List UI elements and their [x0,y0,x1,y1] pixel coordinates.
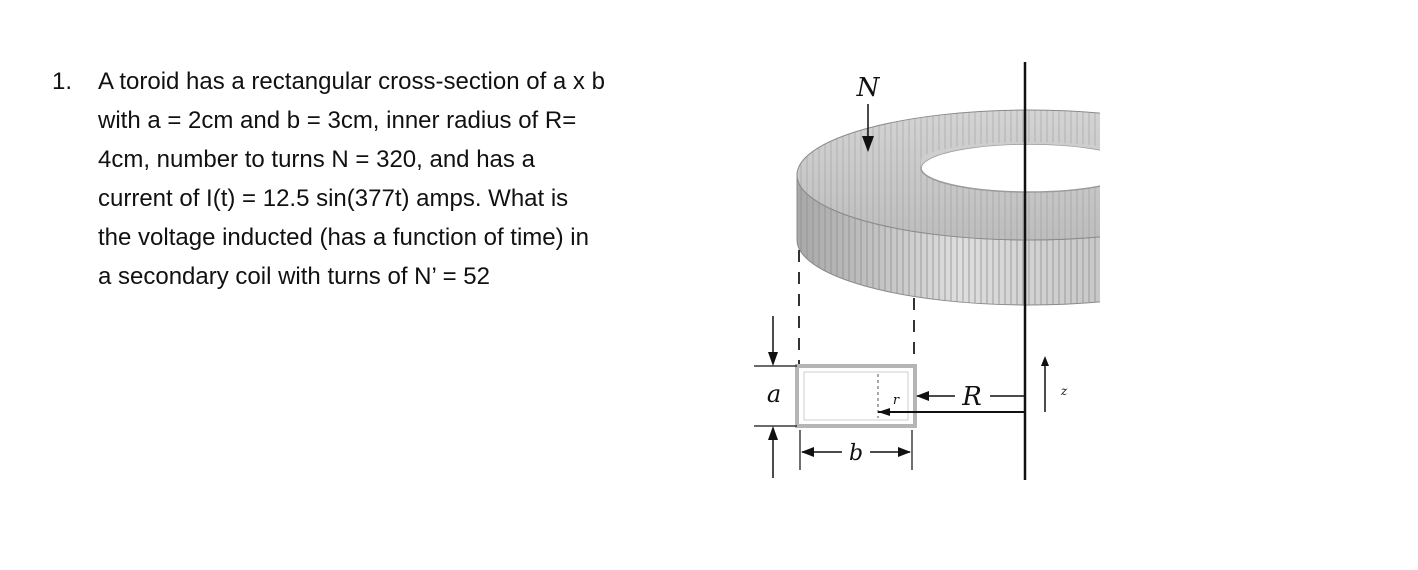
toroid [796,109,1100,306]
arrow-n-head [862,136,874,152]
label-z: z [1060,384,1068,398]
a-arrow-top-head [768,352,778,366]
problem-line-3: 4cm, number to turns N = 320, and has a [98,146,535,173]
label-b: b [849,441,863,466]
problem-line-5: the voltage inducted (has a function of … [98,224,589,251]
problem-statement: 1. A toroid has a rectangular cross-sect… [52,62,712,296]
z-axis-head [1041,356,1049,366]
label-n: N [856,73,881,103]
problem-line-6: a secondary coil with turns of N’ = 52 [98,263,490,290]
problem-line-1: A toroid has a rectangular cross-section… [98,68,605,95]
a-arrow-bottom-head [768,426,778,440]
problem-text: A toroid has a rectangular cross-section… [98,62,703,296]
label-r: r [893,393,900,408]
r-arrow-head [878,408,890,416]
cross-section-outer [795,364,917,428]
b-arrow-right-head [898,447,911,457]
toroid-diagram: N N′ r R z a b [754,62,1100,480]
r-dimension-left-head [916,391,929,401]
problem-number: 1. [52,68,73,95]
b-arrow-left-head [801,447,814,457]
label-big-r: R [961,382,982,412]
problem-line-4: current of I(t) = 12.5 sin(377t) amps. W… [98,185,569,212]
problem-line-2: with a = 2cm and b = 3cm, inner radius o… [98,107,577,134]
label-a: a [767,380,781,408]
toroid-hole-inner-wall [921,142,1100,168]
